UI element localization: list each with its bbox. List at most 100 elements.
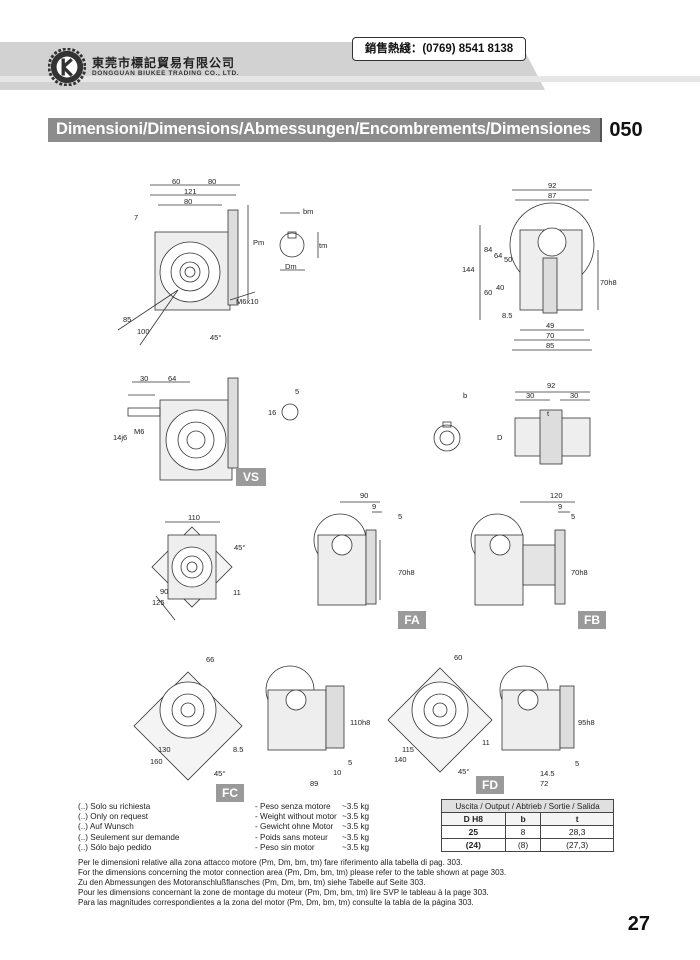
dim-m6: M6 [134, 427, 144, 436]
dim-8-5b: 8.5 [233, 745, 243, 754]
dim-95h8: 95h8 [578, 718, 595, 727]
company-name-cn: 東莞市標記貿易有限公司 [92, 56, 236, 70]
dim-80b: 80 [184, 197, 192, 206]
technical-drawings: 60 80 121 80 7 Pm 85 100 M6x10 45° bm tm… [113, 177, 617, 788]
cell-b: 8 [504, 825, 542, 839]
dim-130: 130 [158, 745, 171, 754]
fc-flange-views [133, 665, 345, 781]
dim-70: 70 [546, 331, 554, 340]
weight-label-es: - Peso sin motor [255, 842, 315, 852]
dim-m6x10: M6x10 [236, 297, 259, 306]
col-header-b: b [504, 812, 542, 826]
dim-11: 11 [233, 588, 241, 597]
dim-14-5: 14.5 [540, 769, 555, 778]
tag-fc: FC [216, 784, 244, 802]
motor-shaft-detail [279, 212, 319, 271]
dim-dm: Dm [285, 262, 297, 271]
dim-d: D [497, 433, 503, 442]
dim-16: 16 [268, 408, 276, 417]
dim-5d: 5 [348, 758, 352, 767]
dim-5a: 5 [295, 387, 299, 396]
page-number: 27 [627, 913, 650, 935]
table-row: (24) (8) (27,3) [441, 838, 614, 852]
weight-value: ~3.5 kg [342, 832, 370, 842]
note-es: (..) Sólo bajo pedido [78, 842, 152, 852]
weight-label-fr: - Poids sans moteur [255, 832, 328, 842]
weight-label-en: - Weight without motor [255, 812, 337, 822]
dim-89: 89 [310, 779, 318, 788]
fb-flange-view [470, 501, 575, 606]
dim-144: 144 [462, 265, 475, 274]
dim-110: 110 [188, 513, 200, 522]
dim-30b: 30 [526, 391, 534, 400]
model-size: 050 [609, 119, 643, 141]
dim-80: 80 [208, 177, 216, 186]
col-header-t: t [540, 812, 614, 826]
dim-45a: 45° [210, 333, 221, 342]
dim-5e: 5 [575, 759, 579, 768]
dim-90: 90 [160, 587, 168, 596]
dim-85c: 85 [546, 341, 554, 350]
dim-87: 87 [548, 191, 556, 200]
output-dimensions-table: Uscita / Output / Abtrieb / Sortie / Sal… [441, 799, 614, 852]
weight-label-it: - Peso senza motore [255, 802, 331, 811]
dim-tm: tm [319, 241, 327, 250]
gearbox-side-view [479, 189, 599, 351]
tag-fd: FD [476, 776, 504, 794]
dim-140: 140 [394, 755, 407, 764]
dim-9b: 9 [558, 502, 562, 511]
table-row: 25 8 28,3 [441, 825, 614, 839]
weight-value: ~3.5 kg [342, 812, 370, 822]
dim-92: 92 [548, 181, 556, 190]
gearbox-front-view [117, 184, 256, 346]
dim-85: 85 [123, 315, 131, 324]
dim-90b: 90 [360, 491, 368, 500]
size-box: 050 [600, 118, 650, 142]
dim-92b: 92 [547, 381, 555, 390]
footer-note-es: Para las magnitudes correspondientes a l… [78, 898, 474, 907]
dim-pm: Pm [253, 238, 264, 247]
dim-100: 100 [137, 327, 150, 336]
dim-45d: 45° [458, 767, 469, 776]
company-name-en: DONGGUAN BIUKEE TRADING CO., LTD. [92, 70, 240, 77]
weight-value: ~3.5 kg [342, 842, 370, 852]
cell-t: (27,3) [540, 838, 614, 852]
dim-b: b [463, 391, 467, 400]
cell-d: (24) [441, 838, 506, 852]
footer-note-it: Per le dimensioni relative alla zona att… [78, 858, 463, 867]
tag-fb: FB [578, 611, 606, 629]
dim-45b: 45° [234, 543, 245, 552]
weight-label-de: - Gewicht ohne Motor [255, 822, 334, 832]
dim-40: 40 [496, 283, 504, 292]
footer-note-de: Zu den Abmessungen des Motoranschlußflan… [78, 878, 426, 887]
dim-115: 115 [402, 745, 414, 754]
dim-9a: 9 [372, 502, 376, 511]
cell-d: 25 [441, 825, 506, 839]
dim-84: 84 [484, 245, 492, 254]
dim-49: 49 [546, 321, 554, 330]
dim-64: 64 [494, 251, 502, 260]
dim-7: 7 [134, 213, 138, 222]
footer-note-en: For the dimensions concerning the motor … [78, 868, 507, 877]
title-bar: Dimensioni/Dimensions/Abmessungen/Encomb… [48, 118, 650, 142]
dim-64b: 64 [168, 374, 176, 383]
weight-values: ~3.5 kg ~3.5 kg ~3.5 kg ~3.5 kg ~3.5 kg [342, 802, 369, 853]
page-title: Dimensioni/Dimensions/Abmessungen/Encomb… [56, 120, 591, 138]
dim-8-5a: 8.5 [502, 311, 512, 320]
note-it: (..) Solo su richiesta [78, 802, 151, 811]
dim-70h8c: 70h8 [571, 568, 588, 577]
dim-10: 10 [333, 768, 341, 777]
vs-input-view [127, 377, 299, 481]
dim-160: 160 [150, 757, 163, 766]
dim-72: 72 [540, 779, 548, 788]
dim-14j6: 14j6 [113, 433, 127, 442]
dim-125: 125 [152, 598, 165, 607]
dim-50: 50 [504, 255, 512, 264]
sales-hotline: 銷售熱綫：(0769) 8541 8138 [352, 37, 526, 61]
footer-note-fr: Pour les dimensions concernant la zone d… [78, 888, 489, 897]
fd-flange-views [387, 665, 575, 773]
table-title: Uscita / Output / Abtrieb / Sortie / Sal… [441, 799, 614, 813]
dim-bm: bm [303, 207, 313, 216]
dim-60: 60 [172, 177, 180, 186]
availability-notes: (..) Solo su richiesta (..) Only on requ… [78, 802, 179, 853]
